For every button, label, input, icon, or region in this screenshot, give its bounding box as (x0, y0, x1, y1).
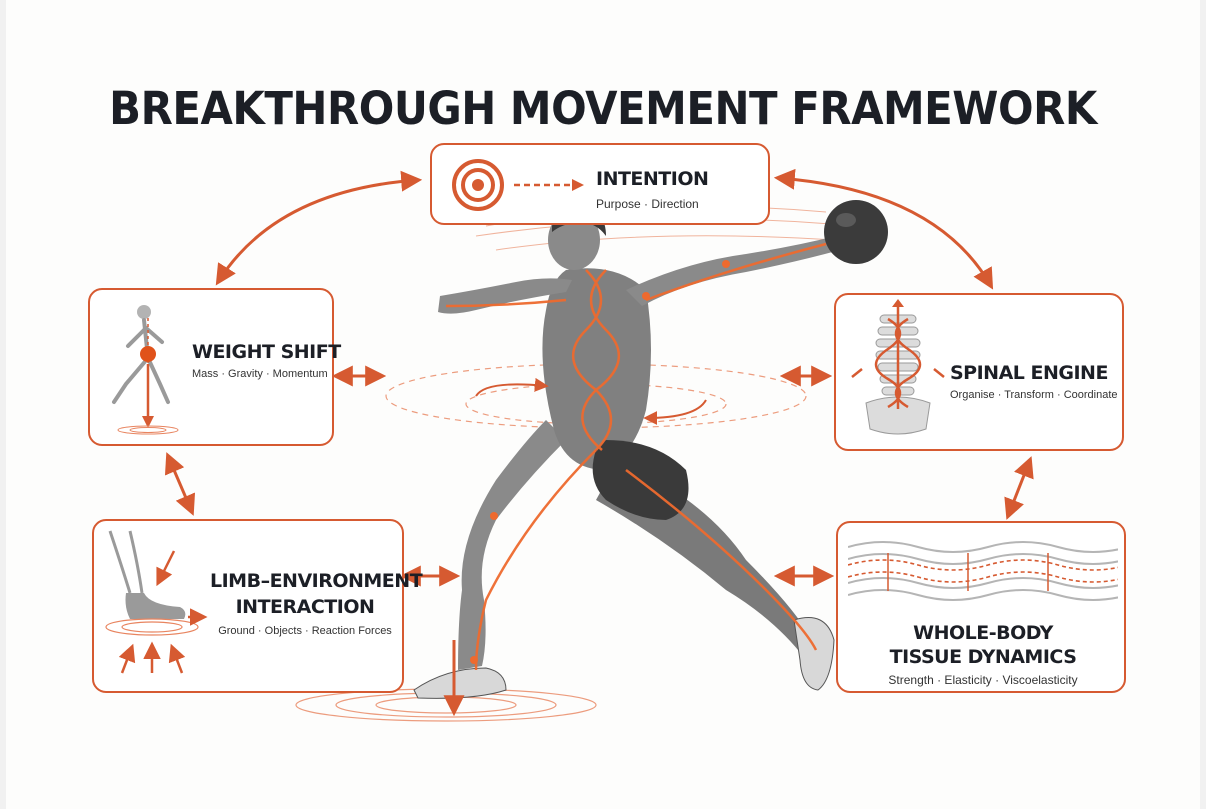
tissue-dynamics-heading-line2: TISSUE DYNAMICS (889, 646, 1077, 668)
tissue-waves-icon (848, 541, 1118, 601)
foot-ground-icon (105, 530, 208, 674)
arrow-weight-limb (164, 452, 196, 516)
limb-environment-heading-line1: LIMB–ENVIRONMENT (210, 570, 423, 592)
spinal-engine-subtitle: Organise · Transform · Coordinate (950, 389, 1118, 401)
dashed-arrow-icon (514, 179, 584, 191)
target-icon (452, 159, 504, 211)
intention-heading: INTENTION (596, 168, 709, 190)
intention-box: INTENTION Purpose · Direction (430, 143, 770, 225)
spine-icon (851, 299, 945, 435)
tissue-dynamics-box: WHOLE-BODY TISSUE DYNAMICS Strength · El… (836, 521, 1126, 693)
limb-environment-heading-line2: INTERACTION (235, 596, 375, 618)
throwing-athlete-illustration (295, 200, 888, 722)
tissue-dynamics-subtitle: Strength · Elasticity · Viscoelasticity (888, 673, 1078, 687)
intention-subtitle: Purpose · Direction (596, 197, 699, 211)
weight-shift-heading: WEIGHT SHIFT (192, 341, 341, 363)
weight-shift-box: WEIGHT SHIFT Mass · Gravity · Momentum (88, 288, 341, 446)
diagram-title: BREAKTHROUGH MOVEMENT FRAMEWORK (109, 82, 1097, 135)
connector-arrows (164, 168, 1034, 722)
limb-environment-box: LIMB–ENVIRONMENT INTERACTION Ground · Ob… (92, 519, 423, 693)
diagram-canvas: BREAKTHROUGH MOVEMENT FRAMEWORK (6, 0, 1200, 809)
spinal-engine-heading: SPINAL ENGINE (950, 362, 1108, 384)
arrow-intention-spine (773, 168, 994, 290)
arrow-intention-weight (215, 170, 423, 286)
limb-environment-subtitle: Ground · Objects · Reaction Forces (218, 625, 392, 637)
weight-shift-subtitle: Mass · Gravity · Momentum (192, 368, 328, 380)
tissue-dynamics-heading-line1: WHOLE-BODY (913, 622, 1053, 644)
arrow-spine-tissue (1004, 456, 1034, 520)
spinal-engine-box: SPINAL ENGINE Organise · Transform · Coo… (834, 293, 1124, 451)
walking-figure-icon (112, 305, 179, 435)
